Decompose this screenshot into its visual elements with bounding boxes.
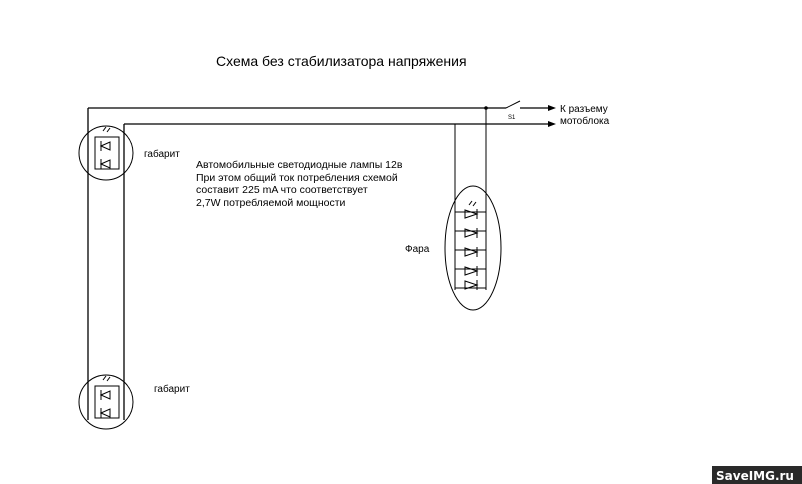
gabarit-lamp-bottom	[78, 374, 134, 430]
switch-label: S1	[508, 115, 516, 121]
switch-s1: S1	[484, 100, 521, 121]
watermark: SaveIMG.ru	[712, 466, 802, 484]
diagram-note: Автомобильные светодиодные лампы 12в При…	[196, 159, 403, 209]
gabarit-lamp-top	[78, 125, 134, 181]
headlight-lamp	[444, 108, 502, 311]
connector-label-line-1: К разъему	[560, 104, 608, 115]
gabarit-top-label: габарит	[144, 148, 180, 160]
gabarit-bottom-label: габарит	[154, 383, 190, 395]
note-line-3: составит 225 mA что соответствует	[196, 184, 368, 196]
note-line-2: При этом общий ток потребления схемой	[196, 172, 398, 184]
headlight-diode-stack	[455, 200, 486, 290]
connector-arrows	[548, 105, 556, 127]
watermark-text: SaveIMG.ru	[716, 469, 794, 483]
connector-label-line-2: мотоблока	[560, 115, 610, 127]
headlight-label: Фара	[405, 244, 430, 255]
diagram-title: Схема без стабилизатора напряжения	[216, 53, 467, 69]
note-line-4: 2,7W потребляемой мощности	[196, 197, 346, 209]
note-line-1: Автомобильные светодиодные лампы 12в	[196, 159, 403, 171]
